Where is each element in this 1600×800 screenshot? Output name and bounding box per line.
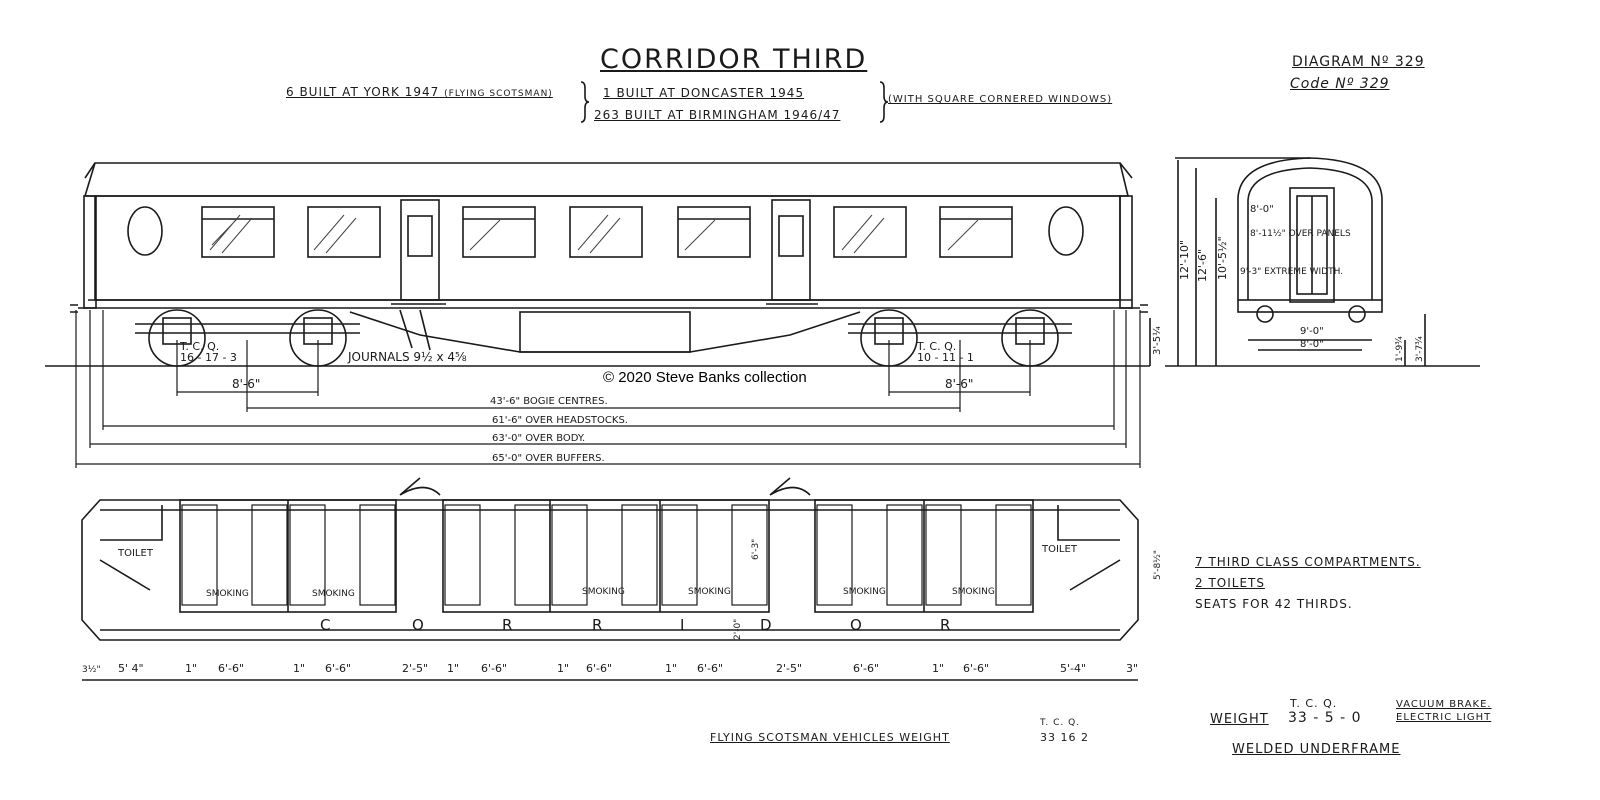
oval-window-left (127, 206, 163, 256)
end-width-plan-label: 5'-8½" (1153, 550, 1163, 580)
build-york-text: 6 BUILT AT YORK 1947 (286, 85, 440, 99)
coach-roof (83, 162, 1130, 197)
build-york: 6 BUILT AT YORK 1947 (FLYING SCOTSMAN) (286, 85, 553, 99)
plan-dim-2: 1" (185, 662, 197, 675)
height-bogie-label: 3'-5¼ (1151, 326, 1163, 355)
headstocks-label: 61'-6" OVER HEADSTOCKS. (492, 415, 628, 426)
corridor-width-label: 2'-0" (733, 619, 743, 640)
underframe-type: WELDED UNDERFRAME (1232, 742, 1401, 757)
plan-dim-12: 6'-6" (697, 662, 723, 675)
bogie-right-weight-values: 10 - 11 - 1 (917, 351, 974, 364)
corridor-letter-o1: O (412, 616, 424, 634)
corridor-letter-r2: R (592, 616, 602, 634)
plan-dim-7: 1" (447, 662, 459, 675)
corridor-letter-r3: R (940, 616, 950, 634)
plan-dim-3: 6'-6" (218, 662, 244, 675)
brace-right (879, 81, 889, 123)
corridor-letter-c: C (320, 616, 330, 634)
weight-value: 33 - 5 - 0 (1288, 710, 1362, 726)
door-left (400, 199, 440, 301)
journals-label: JOURNALS 9½ x 4⅝ (347, 350, 467, 364)
corridor-letter-i: I (680, 616, 684, 634)
plan-dim-6: 2'-5" (402, 662, 428, 675)
smoking-label-4: SMOKING (688, 587, 731, 597)
plan-dim-16: 6'-6" (963, 662, 989, 675)
end-height-1: 12'-10" (1178, 240, 1191, 280)
plan-dim-11: 1" (665, 662, 677, 675)
plan-outline (81, 499, 1139, 641)
plan-view (81, 477, 1139, 681)
smoking-label-2: SMOKING (312, 589, 355, 599)
bogie-right-weight-units: T. C. Q. (916, 340, 956, 353)
plan-dim-10: 6'-6" (586, 662, 612, 675)
over-body-label: 63'-0" OVER BODY. (492, 433, 585, 444)
plan-dim-end-left: 3½" (82, 665, 101, 675)
end-height-5: 3'-7¾ (1415, 336, 1425, 362)
plan-dim-1: 5' 4" (118, 662, 144, 675)
drawing-title: CORRIDOR THIRD (600, 44, 868, 75)
end-width-4: 9'-0" (1300, 326, 1324, 337)
flying-scotsman-weight-units: T. C. Q. (1040, 718, 1081, 728)
summary-toilets: 2 TOILETS (1195, 576, 1265, 590)
windows-note: (WITH SQUARE CORNERED WINDOWS) (888, 94, 1113, 105)
brace-left (580, 81, 590, 123)
build-doncaster: 1 BUILT AT DONCASTER 1945 (603, 86, 805, 100)
lighting-type: ELECTRIC LIGHT (1396, 712, 1492, 723)
bogie-centres-label: 43'-6" BOGIE CENTRES. (490, 396, 608, 407)
over-buffers-label: 65'-0" OVER BUFFERS. (492, 453, 605, 464)
side-elevation (45, 162, 1151, 367)
smoking-label-1: SMOKING (206, 589, 249, 599)
end-height-2: 12'-6" (1196, 249, 1209, 282)
code-number: Code Nº 329 (1290, 76, 1390, 92)
flying-scotsman-weight-text: FLYING SCOTSMAN VEHICLES WEIGHT (710, 731, 950, 744)
plan-dim-14: 6'-6" (853, 662, 879, 675)
length-dimensions (75, 310, 1141, 468)
end-width-1: 8'-0" (1250, 204, 1274, 215)
coach-body (94, 195, 1121, 301)
summary-compartments: 7 THIRD CLASS COMPARTMENTS. (1195, 555, 1421, 569)
wheelbase-right-label: 8'-6" (945, 377, 973, 391)
flying-scotsman-weight-value: 33 16 2 (1040, 731, 1089, 744)
build-birmingham: 263 BUILT AT BIRMINGHAM 1946/47 (594, 108, 841, 122)
plan-dim-5: 6'-6" (325, 662, 351, 675)
end-width-5: 8'-0" (1300, 339, 1324, 350)
smoking-label-5: SMOKING (843, 587, 886, 597)
wheelbase-left-label: 8'-6" (232, 377, 260, 391)
summary-seats: SEATS FOR 42 THIRDS. (1195, 597, 1353, 611)
plan-dim-17: 5'-4" (1060, 662, 1086, 675)
weight-label: WEIGHT (1210, 712, 1269, 727)
compartment-depth-label: 6'-3" (751, 539, 761, 560)
plan-dim-15: 1" (932, 662, 944, 675)
smoking-label-3: SMOKING (582, 587, 625, 597)
bogie-left-weight-units: T. C. Q. (179, 340, 219, 353)
weight-units: T. C. Q. (1290, 697, 1338, 710)
plan-dim-13: 2'-5" (776, 662, 802, 675)
end-height-4: 1'-9¾ (1395, 336, 1405, 362)
toilet-left-label: TOILET (117, 548, 154, 559)
corridor-letter-o2: O (850, 616, 862, 634)
end-height-3: 10'-5½" (1216, 236, 1229, 280)
plan-dim-18: 3" (1126, 662, 1138, 675)
end-door (1289, 187, 1335, 303)
bogie-left-weight-values: 16 - 17 - 3 (180, 351, 237, 364)
plan-dim-4: 1" (293, 662, 305, 675)
truss-rods (349, 311, 861, 353)
corridor-letter-d: D (760, 616, 772, 634)
end-width-2: 8'-11½" OVER PANELS (1250, 229, 1351, 239)
plan-dim-8: 6'-6" (481, 662, 507, 675)
smoking-label-6: SMOKING (952, 587, 995, 597)
end-width-3: 9'-3" EXTREME WIDTH. (1240, 267, 1343, 277)
door-right (771, 199, 811, 301)
corridor-letter-r1: R (502, 616, 512, 634)
brake-type: VACUUM BRAKE. (1396, 699, 1492, 710)
diagram-number: DIAGRAM Nº 329 (1292, 54, 1425, 70)
build-york-note: (FLYING SCOTSMAN) (444, 89, 553, 99)
end-elevation (1165, 157, 1480, 367)
oval-window-right (1048, 206, 1084, 256)
toilet-right-label: TOILET (1041, 544, 1078, 555)
copyright-notice: © 2020 Steve Banks collection (603, 369, 807, 386)
plan-dim-9: 1" (557, 662, 569, 675)
